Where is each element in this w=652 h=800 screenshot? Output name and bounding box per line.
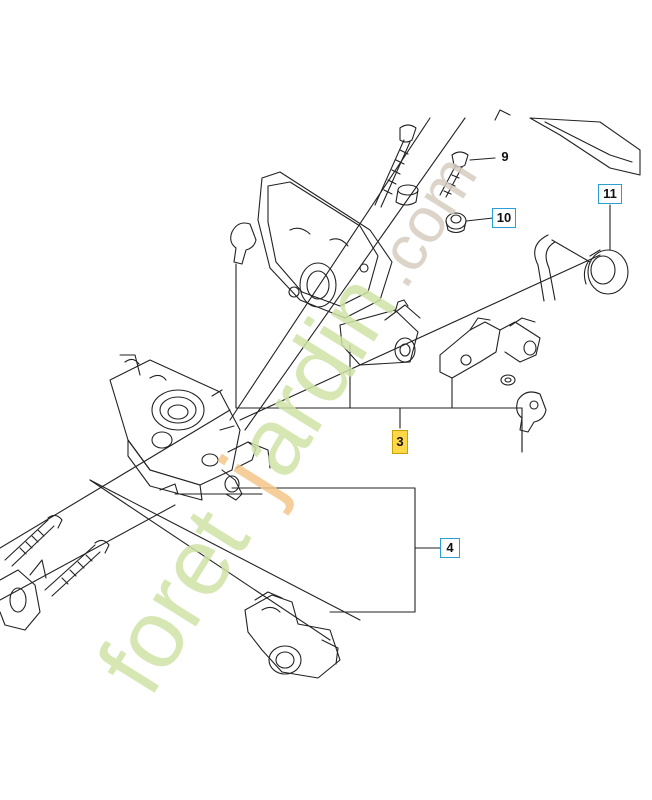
fuel-hose-11 [534, 234, 629, 302]
callout-3: 3 [392, 430, 408, 454]
leader-lines-4 [174, 487, 441, 613]
air-filter-base-fragment [0, 559, 47, 631]
bolt-long-top [374, 124, 417, 208]
washer [500, 374, 516, 386]
choke-lever-upper [230, 222, 257, 283]
spacer-sleeve [395, 184, 419, 206]
choke-knob-right [516, 391, 547, 453]
callout-10: 10 [492, 208, 516, 228]
bolt-long-left-2 [44, 539, 110, 597]
housing-fragment-top [494, 109, 641, 176]
callout-9: 9 [501, 149, 509, 164]
callout-11: 11 [598, 184, 622, 204]
intake-boot [339, 299, 421, 366]
leader-lines-3 [235, 281, 523, 453]
callout-4: 4 [440, 538, 460, 558]
nut-10 [445, 212, 467, 234]
bolt-short-9 [439, 151, 469, 198]
throttle-linkage [439, 317, 541, 379]
bolt-long-left-1 [4, 514, 63, 567]
intake-plate [257, 171, 393, 319]
leader-lines-small [465, 157, 611, 251]
carburetor [109, 354, 271, 501]
assembly-guide-lines [0, 117, 601, 641]
lower-intake-elbow [244, 591, 341, 679]
